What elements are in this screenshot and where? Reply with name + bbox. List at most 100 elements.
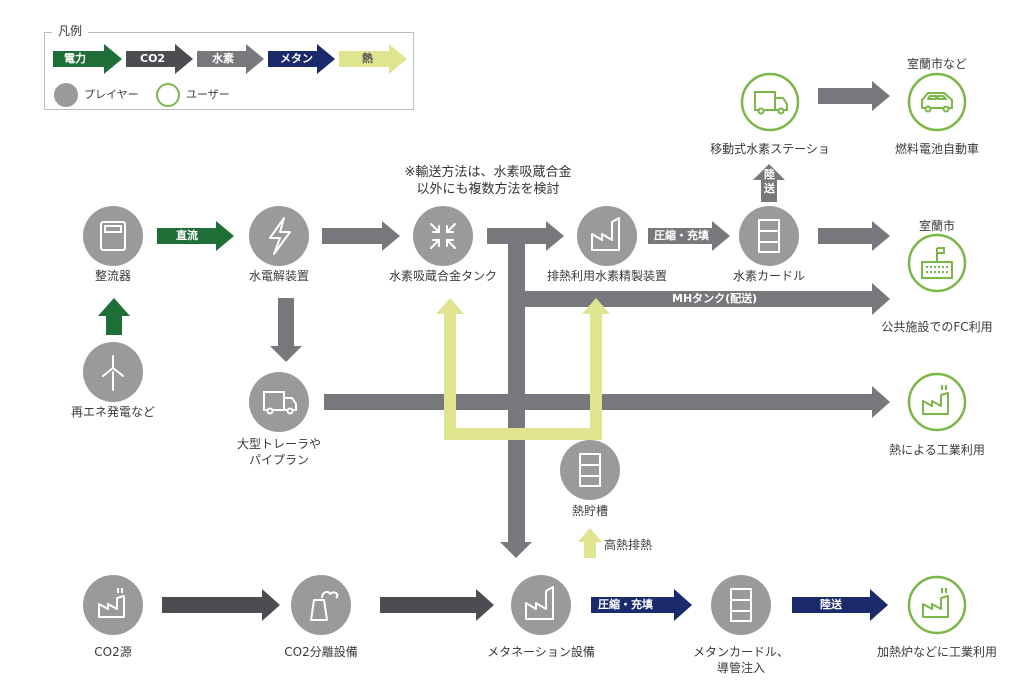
factory-icon [591,217,620,251]
arrow-methane-compress [591,589,692,621]
node-co2-source [83,575,143,635]
methane-curdle-label-line-1: メタンカードル、 [692,645,789,659]
purifier-label: 排熱利用水素精製装置 [546,269,667,283]
arrow-compress-fill [648,221,730,251]
trailer-label-line-1: 大型トレーラや [236,437,321,451]
arrow-mh-delivery [525,283,890,315]
methanation-label: メタネーション設備 [487,645,595,659]
renewable-label: 再エネ発電など [70,405,155,419]
node-heat-industry [907,372,967,432]
legend-label-electricity: 電力 [64,52,86,65]
legend-flows [53,44,407,107]
compress-fill-arrow-label: 圧縮・充填 [654,229,709,242]
cylinder-rack-icon [730,588,752,622]
node-fcv [907,72,967,132]
trunk-vertical [508,236,525,542]
cooling-tower-icon [310,590,339,621]
mh-tank-label: 水素吸蔵合金タンク [388,269,497,283]
node-methanation [511,575,571,635]
legend-player-label: プレイヤー [84,88,139,101]
public-fc-top-label: 室蘭市 [918,219,955,233]
legend-label-co2: CO2 [140,52,166,65]
arrow-high-heat [578,528,602,558]
truck-icon [263,391,297,415]
node-heat-storage [560,440,620,500]
legend-user-label: ユーザー [186,88,230,101]
node-methane-curdle [711,575,771,635]
co2-source-label: CO2源 [94,645,132,659]
arrow-station-to-fcv [818,81,890,111]
car-icon [921,92,953,113]
node-public-fc [907,233,967,293]
fcv-label: 燃料電池自動車 [894,142,979,156]
methane-curdle-label: メタンカードル、 導管注入 [681,644,801,676]
arrow-co2-source-to-separation [162,589,280,621]
legend-arrow-methane [268,44,335,74]
legend-arrow-hydrogen [197,44,264,74]
methane-compress-arrow-label: 圧縮・充填 [598,598,653,611]
node-purifier [577,206,637,266]
arrow-separation-to-methanation [380,589,494,621]
legend-arrow-co2 [126,44,193,74]
node-mh-tank [413,206,473,266]
mh-delivery-arrow-label: MHタンク(配送) [672,292,758,305]
trailer-label-line-2: パイプラン [248,453,309,467]
arrow-electrolyzer-to-trailer [270,298,302,362]
factory-icon [525,586,554,620]
node-h2-curdle [739,206,799,266]
lightning-icon [269,217,291,255]
legend-label-methane: メタン [280,52,313,65]
arrow-trunk-down [500,542,532,558]
factory-smoke-icon [922,385,949,415]
node-furnace [907,575,967,635]
node-renewable [83,342,143,402]
building-icon [921,247,953,279]
rectifier-icon [100,221,126,251]
truck-icon [754,91,788,115]
transport-note-line-2: 以外にも複数方法を検討 [416,182,560,197]
co2-separation-label: CO2分離設備 [284,645,358,659]
compress-icon [430,223,456,249]
wind-turbine-icon [102,355,124,391]
legend-arrow-electricity [53,44,122,74]
furnace-label: 加熱炉などに工業利用 [876,645,997,659]
methane-land-arrow-label: 陸送 [820,598,842,611]
heat-industry-label: 熱による工業利用 [889,443,985,457]
legend-user-circle [156,83,180,107]
factory-smoke-icon [922,588,949,618]
dc-arrow-label: 直流 [176,229,198,242]
arrow-electrolyzer-to-mhtank [322,221,400,251]
electrolyzer-label: 水電解装置 [248,269,309,283]
arrow-curdle-to-public [818,221,890,251]
fcv-top-label: 室蘭市など [906,57,967,71]
legend-player-circle [54,83,78,107]
high-heat-label: 高熱排熱 [604,538,653,552]
legend-label-hydrogen: 水素 [212,52,234,65]
h2-curdle-label: 水素カードル [732,269,805,283]
mobile-station-label: 移動式水素ステーショ [710,142,830,156]
heat-loop [436,298,610,440]
public-fc-label: 公共施設でのFC利用 [881,320,993,334]
arrow-mhtank-to-purifier [487,221,564,251]
methane-curdle-label-line-2: 導管注入 [716,661,765,675]
arrow-dc [157,221,234,251]
arrow-methane-land [792,589,888,621]
node-trailer [249,372,309,432]
legend-arrow-heat [339,44,407,74]
transport-note-line-1: ※輸送方法は、水素吸蔵合金 [404,165,572,180]
node-co2-separation [291,575,351,635]
node-rectifier [83,206,143,266]
arrow-renewable-to-rectifier [98,298,130,335]
trailer-label: 大型トレーラや パイプラン [219,436,339,468]
legend-box [44,32,414,110]
factory-smoke-icon [98,588,125,618]
node-electrolyzer [249,206,309,266]
node-mobile-station [740,72,800,132]
rectifier-label: 整流器 [94,269,131,283]
transport-note: ※輸送方法は、水素吸蔵合金 以外にも複数方法を検討 [376,164,600,198]
legend-title: 凡例 [52,22,89,39]
heat-storage-label: 熱貯槽 [571,504,608,518]
cylinder-rack-icon [579,453,601,487]
land-transport-arrow-label: 陸送 [764,168,775,195]
